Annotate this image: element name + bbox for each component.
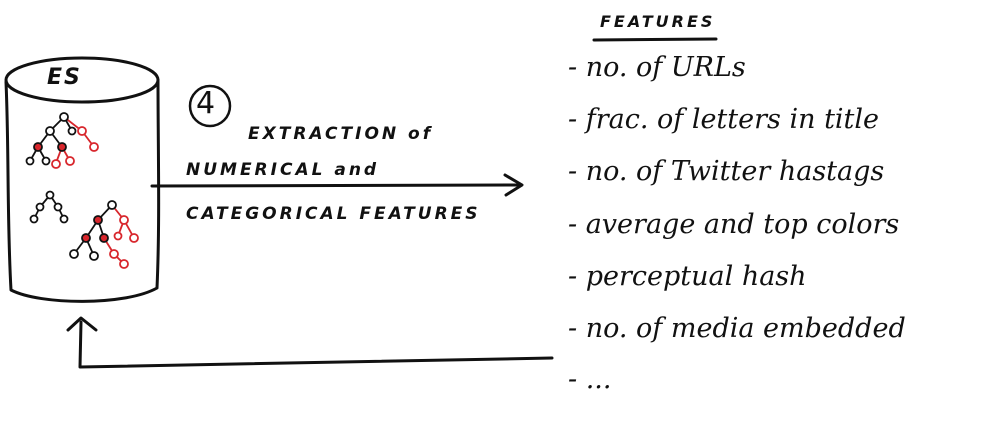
extraction-arrow xyxy=(150,183,522,188)
features-title: FEATURES xyxy=(600,12,716,31)
step-description-line-3: CATEGORICAL FEATURES xyxy=(186,204,481,224)
feature-item: - average and top colors xyxy=(568,209,900,240)
tree-icon xyxy=(69,200,139,269)
database-label: ES xyxy=(47,65,82,90)
features-title-underline xyxy=(592,37,718,42)
feature-item: - no. of URLs xyxy=(568,52,746,83)
step-description-line-1: EXTRACTION of xyxy=(248,124,434,144)
feature-item: - ... xyxy=(568,364,612,395)
tree-icon xyxy=(25,112,99,169)
return-arrowhead xyxy=(66,316,98,332)
database-cylinder-top xyxy=(4,56,160,104)
feature-item: - perceptual hash xyxy=(568,261,807,292)
tree-icon xyxy=(29,190,69,224)
step-number-circle xyxy=(188,84,232,128)
extraction-arrowhead xyxy=(503,173,524,197)
feature-item: - frac. of letters in title xyxy=(568,104,880,135)
return-arrow xyxy=(78,320,554,369)
feature-item: - no. of media embedded xyxy=(568,313,906,344)
database-cylinder-body xyxy=(4,78,161,303)
step-number: 4 xyxy=(196,86,216,121)
step-description-line-2: NUMERICAL and xyxy=(186,160,380,180)
feature-item: - no. of Twitter hastags xyxy=(568,156,885,187)
